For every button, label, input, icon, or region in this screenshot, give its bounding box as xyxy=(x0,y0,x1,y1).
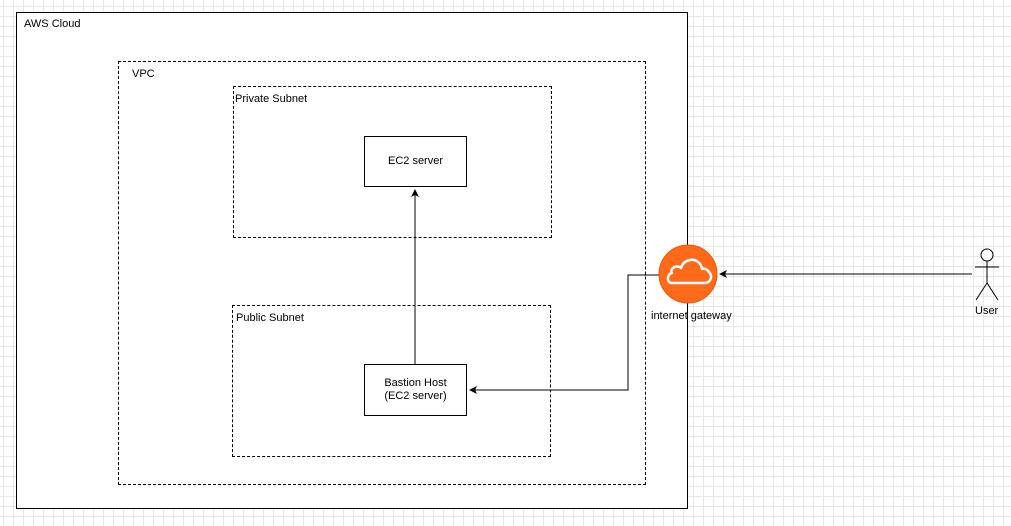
stick-figure-icon xyxy=(980,248,994,262)
ec2-server-label: EC2 server xyxy=(387,155,444,167)
bastion-host-label: Bastion Host (EC2 server) xyxy=(384,377,447,402)
internet-gateway-label: internet gateway xyxy=(651,310,732,322)
user-node[interactable] xyxy=(975,248,999,301)
public-subnet-label: Public Subnet xyxy=(236,312,304,324)
vpc-label: VPC xyxy=(132,68,155,80)
private-subnet-label: Private Subnet xyxy=(235,93,308,105)
user-label: User xyxy=(975,305,999,317)
ec2-server-node[interactable]: EC2 server xyxy=(364,136,467,187)
aws-cloud-label: AWS Cloud xyxy=(24,18,81,30)
bastion-host-node[interactable]: Bastion Host (EC2 server) xyxy=(364,364,467,416)
